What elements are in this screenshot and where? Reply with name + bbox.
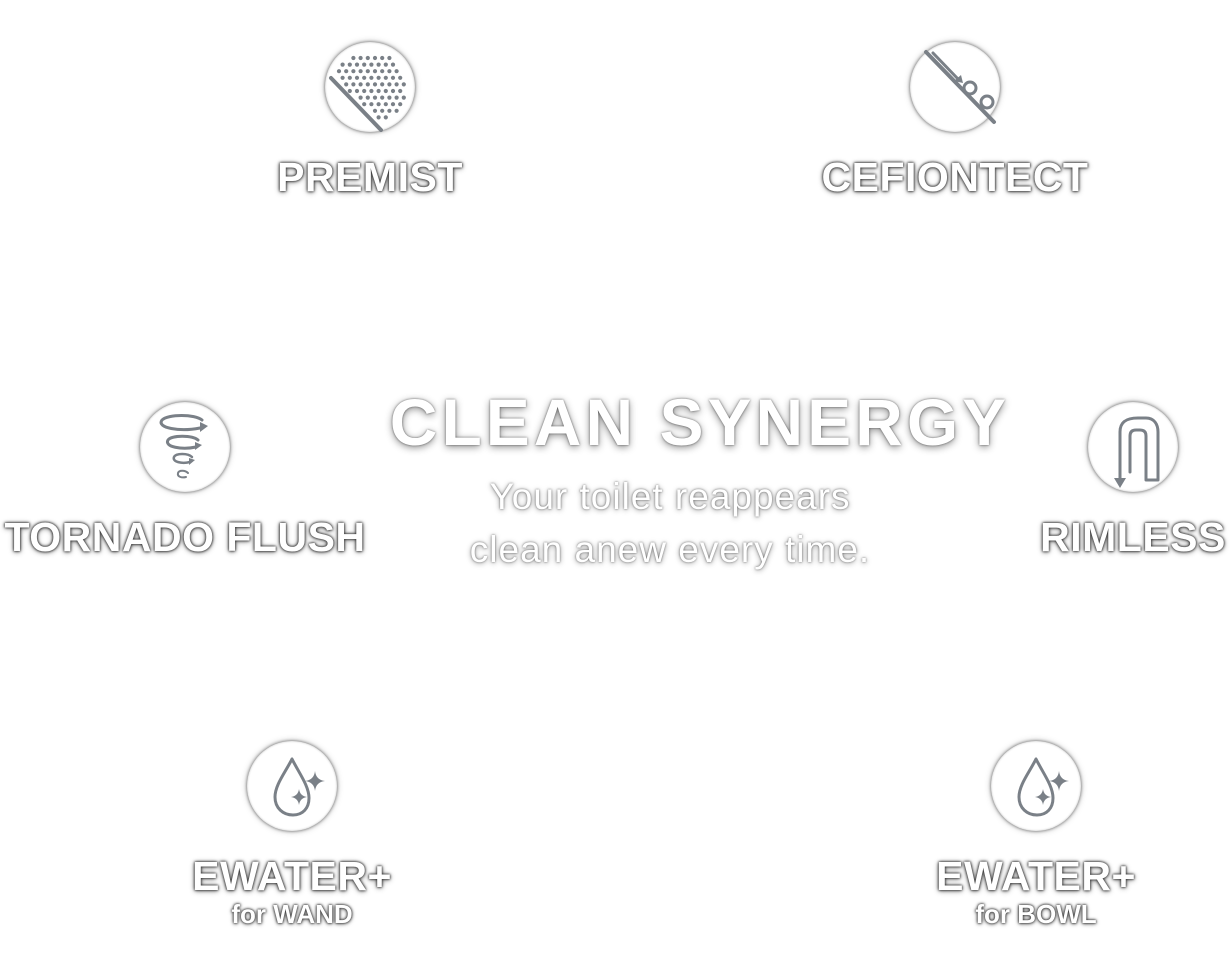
feature-sub-ewater-wand: for WAND [231, 899, 353, 929]
feature-ewater-wand: EWATER+ for WAND [182, 741, 402, 929]
feature-premist: PREMIST [270, 42, 470, 200]
water-drop-sparkle-icon [991, 741, 1081, 831]
center-subtitle-line2: clean anew every time. [469, 529, 871, 570]
feature-label-cefiontect: CEFIONTECT [821, 154, 1089, 200]
rimless-bowl-icon [1088, 402, 1178, 492]
feature-rimless: RIMLESS [1038, 402, 1228, 560]
tornado-icon [140, 402, 230, 492]
feature-ewater-bowl: EWATER+ for BOWL [926, 741, 1146, 929]
center-title: CLEAN SYNERGY [389, 385, 1011, 459]
feature-label-ewater-wand: EWATER+ [192, 853, 392, 899]
center-subtitle-line1: Your toilet reappears [489, 476, 851, 517]
feature-label-ewater-bowl: EWATER+ [936, 853, 1136, 899]
feature-label-tornado-flush: TORNADO FLUSH [4, 514, 366, 560]
feature-sub-ewater-bowl: for BOWL [975, 899, 1097, 929]
feature-tornado-flush: TORNADO FLUSH [4, 402, 366, 560]
center-block: CLEAN SYNERGY Your toilet reappears clea… [380, 380, 1020, 570]
feature-label-rimless: RIMLESS [1040, 514, 1226, 560]
feature-label-premist: PREMIST [277, 154, 463, 200]
feature-cefiontect: CEFIONTECT [815, 42, 1095, 200]
glaze-surface-icon [910, 42, 1000, 132]
mist-spray-icon [325, 42, 415, 132]
center-subtitle: Your toilet reappears clean anew every t… [420, 470, 920, 576]
water-drop-sparkle-icon [247, 741, 337, 831]
